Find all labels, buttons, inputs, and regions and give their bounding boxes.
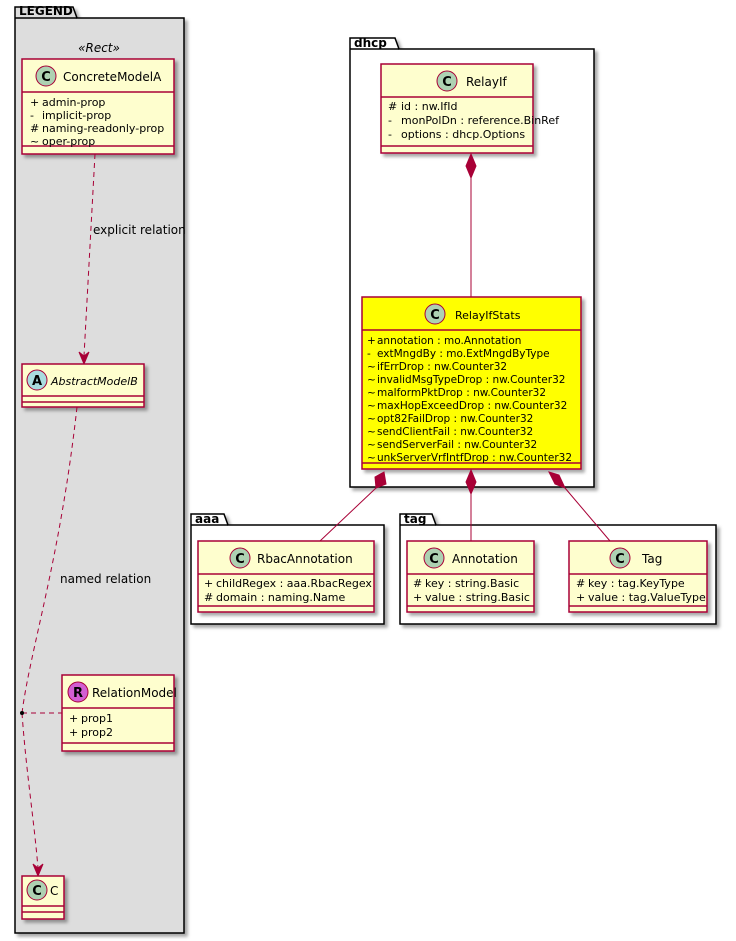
visibility-icon: #: [204, 591, 213, 604]
class-property: admin-prop: [42, 96, 105, 109]
visibility-icon: -: [30, 109, 34, 122]
class-property: sendClientFail : nw.Counter32: [377, 426, 533, 438]
class-name: ConcreteModelA: [63, 70, 162, 84]
composition-diamond-icon: [548, 471, 566, 489]
named-relation-label: named relation: [60, 572, 151, 586]
visibility-icon: ~: [367, 452, 376, 464]
visibility-icon: #: [413, 577, 422, 590]
class-name: Annotation: [452, 552, 518, 566]
composition-diamond-icon: [465, 468, 477, 496]
composition-diamond-icon: [465, 152, 477, 180]
class-badge-icon: C: [615, 552, 625, 567]
class-rbac-annotation[interactable]: C RbacAnnotation + childRegex : aaa.Rbac…: [197, 540, 375, 613]
class-property: naming-readonly-prop: [42, 122, 164, 135]
class-property: monPolDn : reference.BinRef: [401, 114, 560, 127]
class-badge-icon: C: [429, 552, 439, 567]
class-name: AbstractModelB: [50, 375, 138, 388]
class-property: oper-prop: [42, 135, 95, 148]
package-label: tag: [404, 512, 426, 526]
class-property: prop1: [81, 712, 113, 725]
class-name: C: [50, 884, 58, 898]
composition-stats-annotation: [465, 468, 477, 541]
visibility-icon: ~: [367, 400, 376, 412]
explicit-relation-edge: explicit relation: [78, 153, 186, 366]
visibility-icon: #: [30, 122, 39, 135]
package-label: dhcp: [354, 36, 387, 50]
class-property: childRegex : aaa.RbacRegex: [216, 577, 372, 590]
visibility-icon: -: [388, 114, 392, 127]
visibility-icon: ~: [367, 413, 376, 425]
visibility-icon: -: [388, 128, 392, 141]
class-tag[interactable]: C Tag # key : tag.KeyType + value : tag.…: [568, 540, 708, 613]
visibility-icon: ~: [367, 387, 376, 399]
class-name: Tag: [641, 552, 662, 566]
named-relation-edge: named relation: [20, 406, 151, 878]
class-property: key : tag.KeyType: [588, 577, 685, 590]
class-name: RelationModel: [92, 686, 177, 700]
class-property: options : dhcp.Options: [401, 128, 525, 141]
explicit-relation-label: explicit relation: [93, 223, 186, 237]
arrow-head-icon: [32, 863, 44, 878]
class-property: implicit-prop: [42, 109, 111, 122]
visibility-icon: #: [576, 577, 585, 590]
class-badge-icon: C: [442, 75, 452, 90]
visibility-icon: +: [367, 335, 376, 347]
visibility-icon: +: [69, 712, 78, 725]
class-property: unkServerVrfIntfDrop : nw.Counter32: [377, 452, 572, 464]
class-property: sendServerFail : nw.Counter32: [377, 439, 537, 451]
visibility-icon: +: [413, 591, 422, 604]
visibility-icon: +: [576, 591, 585, 604]
class-property: maxHopExceedDrop : nw.Counter32: [377, 400, 567, 412]
class-annotation[interactable]: C Annotation # key : string.Basic + valu…: [406, 540, 535, 613]
class-property: ifErrDrop : nw.Counter32: [377, 361, 507, 373]
visibility-icon: #: [388, 100, 397, 113]
class-badge-icon: C: [41, 70, 51, 85]
class-name: RbacAnnotation: [257, 552, 353, 566]
class-property: key : string.Basic: [425, 577, 519, 590]
class-badge-icon: C: [32, 884, 42, 899]
class-badge-icon: R: [73, 686, 83, 701]
legend-stereotype: «Rect»: [78, 41, 120, 55]
visibility-icon: +: [30, 96, 39, 109]
junction-point-icon: [20, 711, 24, 715]
package-label: aaa: [195, 512, 219, 526]
composition-stats-tag: [548, 471, 611, 542]
class-badge-icon: C: [430, 308, 440, 323]
arrow-head-icon: [78, 351, 90, 366]
class-property: domain : naming.Name: [216, 591, 346, 604]
class-name: RelayIf: [466, 75, 508, 89]
class-abstract-model-b[interactable]: A AbstractModelB: [21, 363, 145, 408]
class-property: value : string.Basic: [425, 591, 530, 604]
class-property: annotation : mo.Annotation: [377, 335, 521, 347]
visibility-icon: -: [367, 348, 371, 360]
composition-relayif-stats: [465, 152, 477, 297]
class-name: RelayIfStats: [455, 309, 521, 322]
legend-package-label: LEGEND: [19, 4, 73, 18]
visibility-icon: ~: [367, 361, 376, 373]
class-property: malformPktDrop : nw.Counter32: [377, 387, 546, 399]
visibility-icon: ~: [30, 135, 39, 148]
class-property: value : tag.ValueType: [588, 591, 706, 604]
visibility-icon: ~: [367, 426, 376, 438]
class-badge-icon: A: [32, 374, 42, 389]
composition-diamond-icon: [374, 471, 387, 489]
visibility-icon: ~: [367, 439, 376, 451]
class-badge-icon: C: [235, 552, 245, 567]
class-concrete-model-a[interactable]: C ConcreteModelA + admin-prop - implicit…: [21, 58, 175, 155]
composition-stats-rbac: [319, 471, 387, 542]
visibility-icon: +: [204, 577, 213, 590]
class-property: extMngdBy : mo.ExtMngdByType: [377, 348, 550, 360]
class-relay-if[interactable]: C RelayIf # id : nw.IfId - monPolDn : re…: [380, 63, 560, 154]
class-property: prop2: [81, 726, 113, 739]
class-property: invalidMsgTypeDrop : nw.Counter32: [377, 374, 565, 386]
class-c[interactable]: C C: [21, 875, 65, 920]
class-property: opt82FailDrop : nw.Counter32: [377, 413, 533, 425]
visibility-icon: +: [69, 726, 78, 739]
class-property: id : nw.IfId: [401, 100, 458, 113]
class-relay-if-stats[interactable]: C RelayIfStats + annotation : mo.Annotat…: [361, 296, 582, 470]
visibility-icon: ~: [367, 374, 376, 386]
class-relation-model[interactable]: R RelationModel + prop1 + prop2: [61, 674, 177, 752]
